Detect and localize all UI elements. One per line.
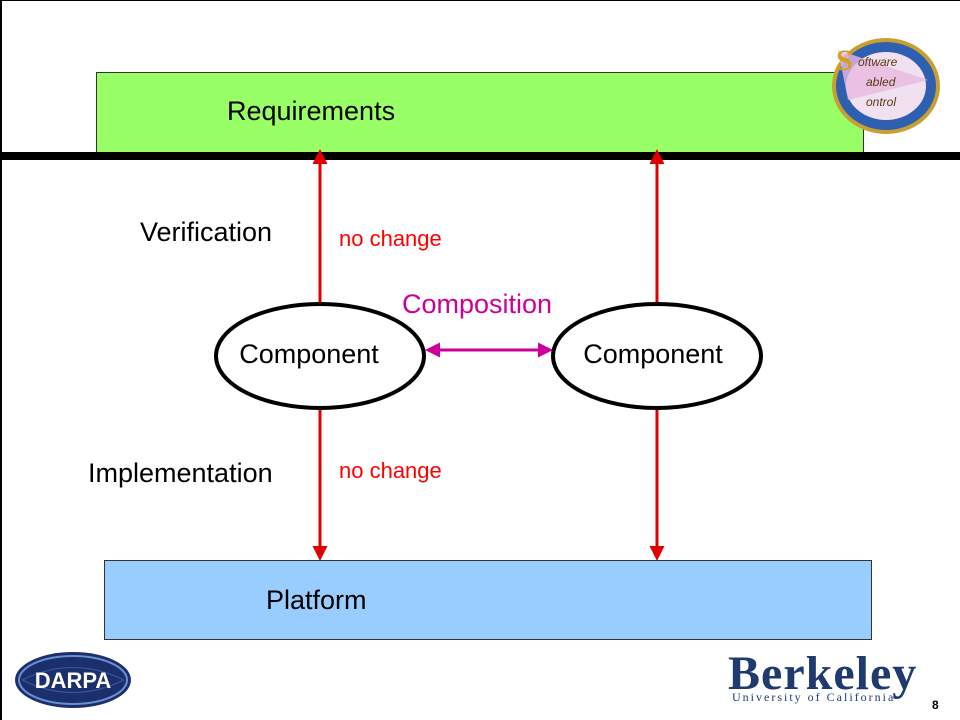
page-number: 8 [932, 698, 939, 712]
platform-label: Platform [266, 585, 367, 615]
svg-text:DARPA: DARPA [35, 668, 112, 693]
requirements-label: Requirements [227, 96, 396, 126]
component-left-label: Component [239, 339, 379, 369]
darpa-logo: DARPA [15, 652, 131, 708]
left-border [0, 0, 2, 720]
composition-label: Composition [402, 289, 553, 319]
svg-text:abled: abled [866, 75, 896, 89]
svg-text:ontrol: ontrol [866, 95, 896, 109]
software-enabled-control-logo: S oftware abled ontrol [832, 38, 940, 134]
top-border [0, 0, 960, 1]
svg-text:S: S [836, 44, 853, 77]
svg-text:oftware: oftware [858, 55, 898, 69]
component-right-label: Component [583, 339, 723, 369]
header-divider [0, 152, 960, 160]
implementation-label: Implementation [88, 458, 273, 488]
berkeley-logo: Berkeley University of California [728, 646, 928, 706]
no-change-top-label: no change [339, 226, 442, 251]
berkeley-wordmark: Berkeley [728, 647, 918, 700]
verification-label: Verification [140, 217, 273, 247]
component-left-ellipse [214, 302, 426, 410]
platform-box [104, 560, 872, 640]
berkeley-subtitle: University of California [732, 690, 896, 704]
no-change-bottom-label: no change [339, 458, 442, 483]
component-right-ellipse [551, 302, 763, 410]
